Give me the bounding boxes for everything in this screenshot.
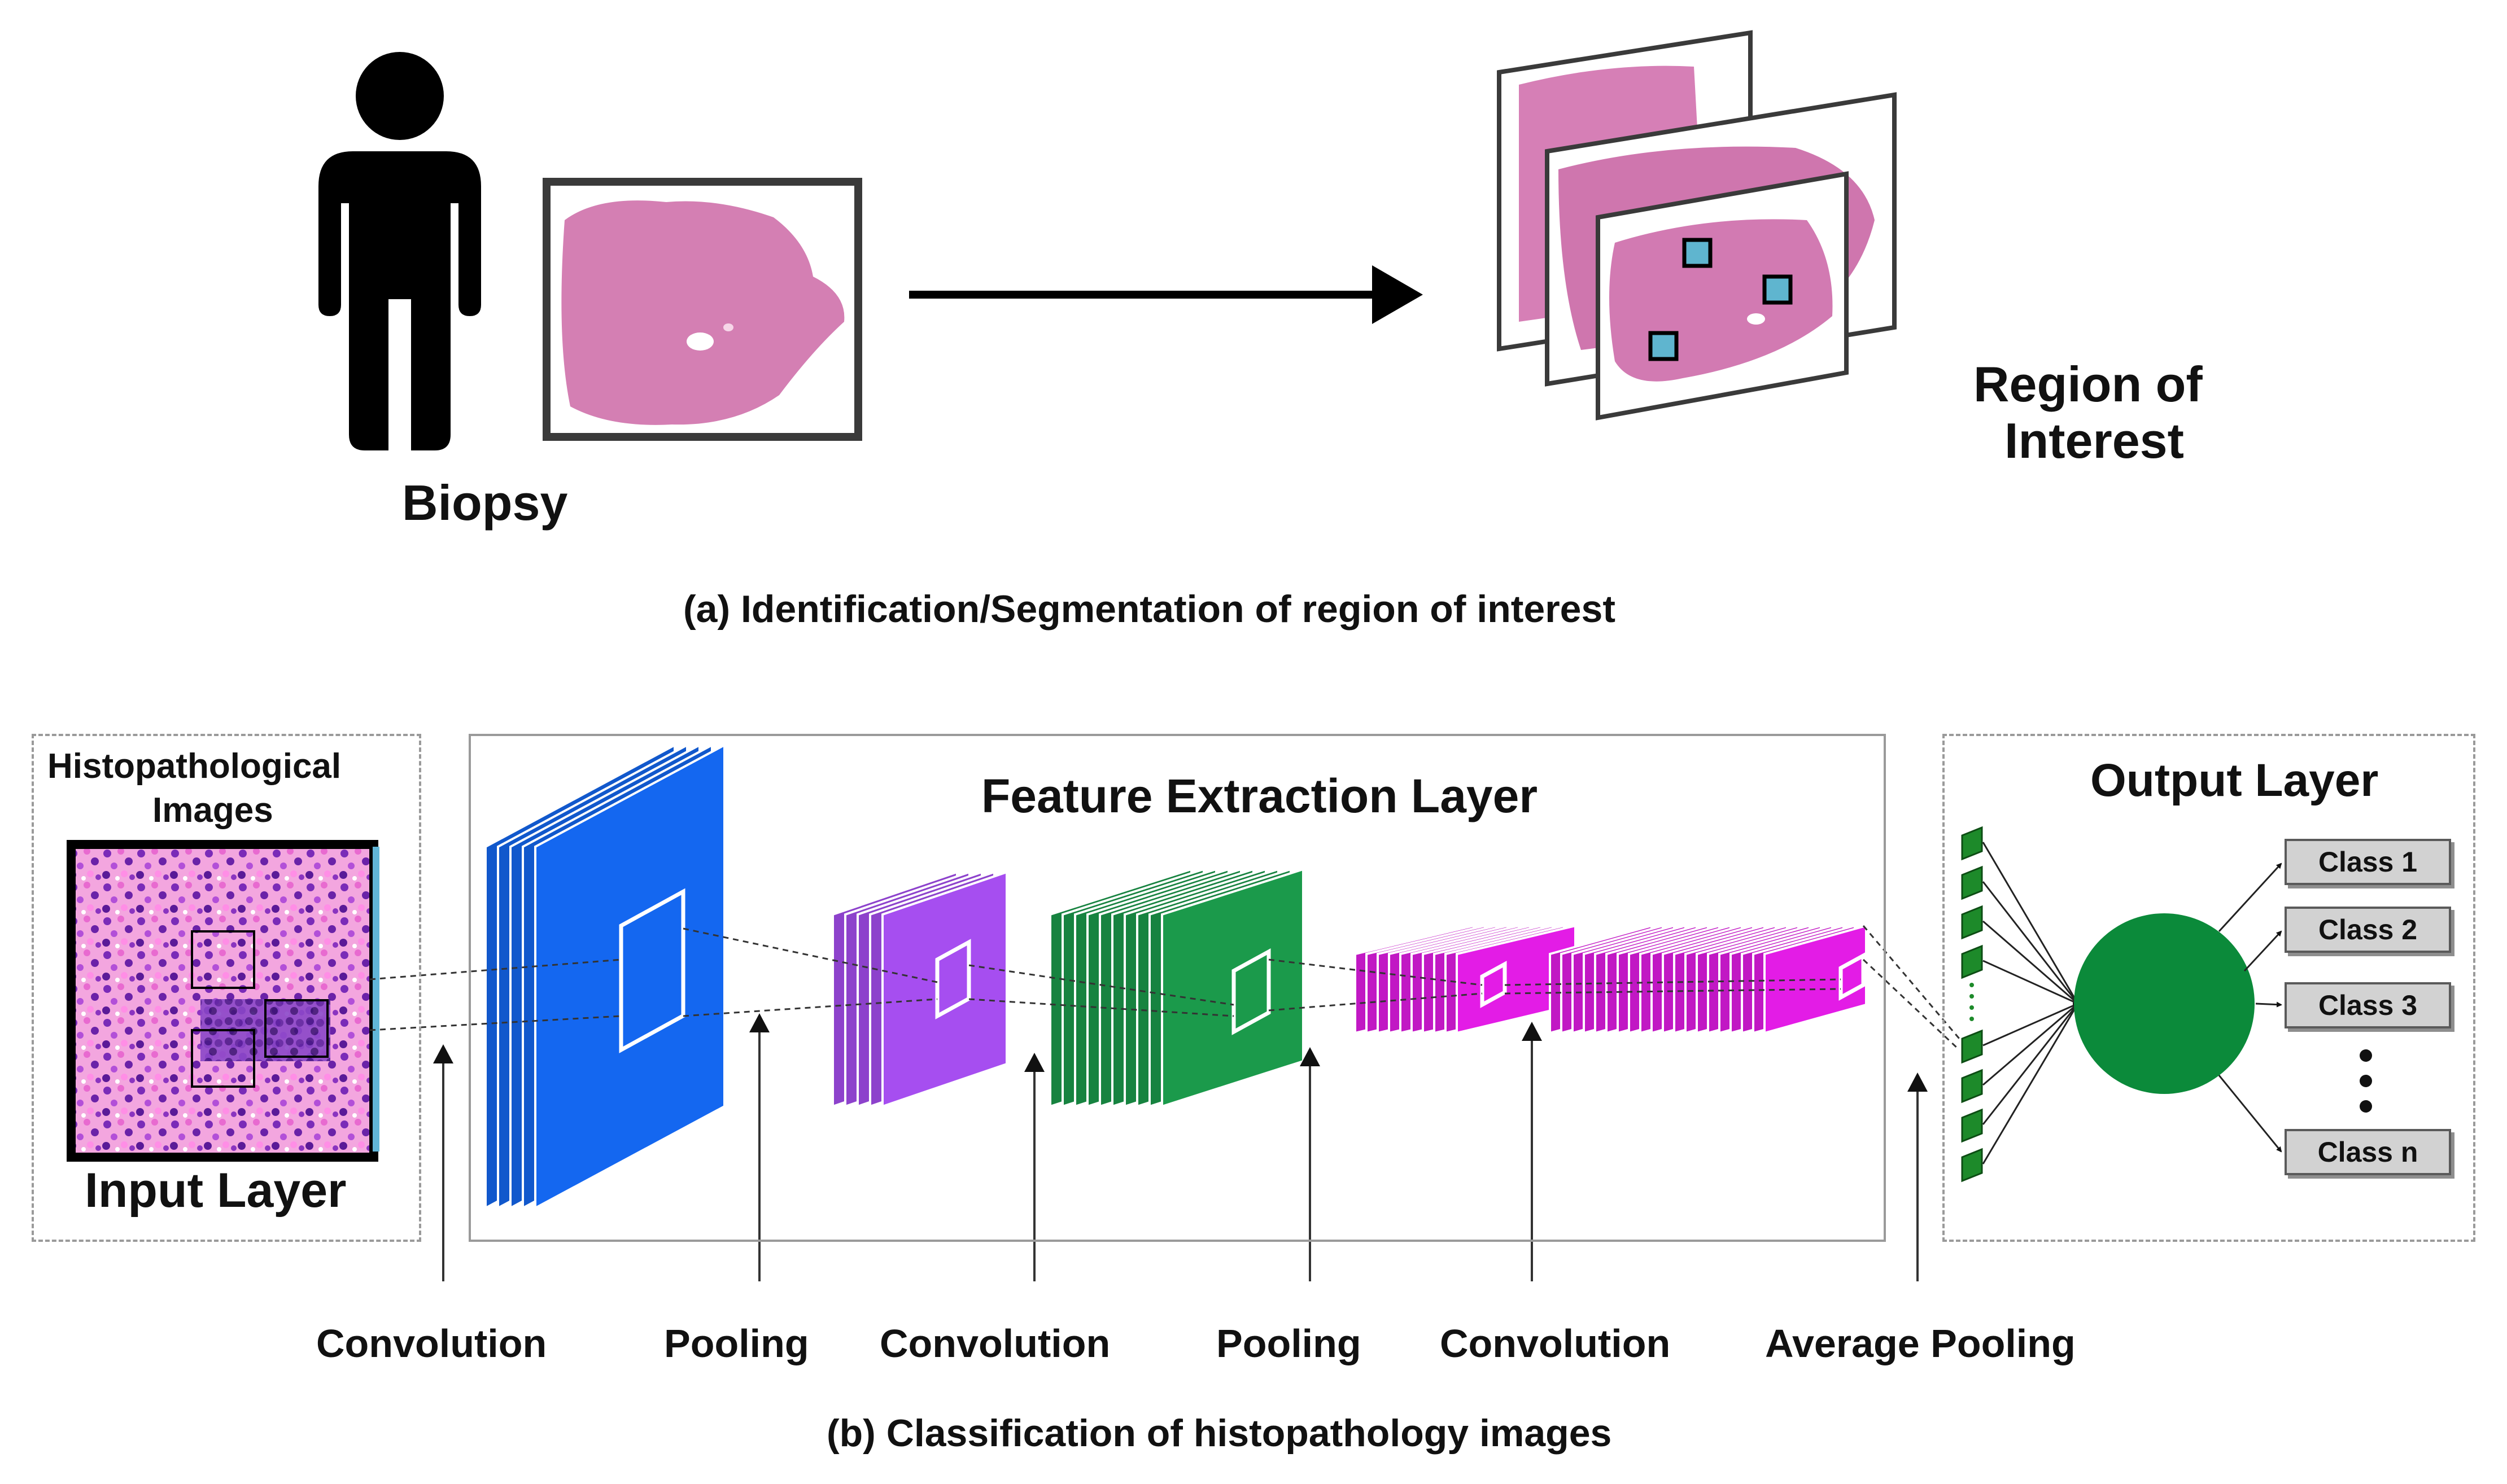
dense-edge bbox=[1982, 1003, 2079, 1165]
op-label-pooling-2: Pooling bbox=[1216, 1321, 1361, 1365]
flatten-node bbox=[1961, 1029, 1983, 1064]
projection-line bbox=[1862, 958, 1960, 1051]
fully-connected-edges bbox=[1982, 842, 2079, 1165]
dense-edge bbox=[1982, 1003, 2079, 1047]
projection-line bbox=[369, 1015, 622, 1031]
flatten-node bbox=[1961, 1069, 1983, 1104]
op-label-convolution-1: Convolution bbox=[316, 1321, 547, 1365]
cnn-layer-stacks bbox=[484, 743, 1867, 1210]
flatten-nodes bbox=[1961, 826, 1983, 1183]
class-edge bbox=[2218, 863, 2282, 933]
projection-line bbox=[968, 964, 1234, 1006]
flatten-node bbox=[1961, 865, 1983, 900]
operation-pointer-head bbox=[433, 1044, 453, 1063]
caption-a: (a) Identification/Segmentation of regio… bbox=[683, 588, 1615, 631]
pool1-stack-window bbox=[935, 939, 971, 1019]
dense-edge bbox=[1982, 1003, 2079, 1125]
projection-line bbox=[683, 927, 938, 983]
pool1-stack bbox=[832, 870, 1008, 1108]
output-edges bbox=[2218, 863, 2282, 1153]
flatten-node bbox=[1961, 905, 1983, 940]
op-label-convolution-3: Convolution bbox=[1440, 1321, 1671, 1365]
process-arrow-icon bbox=[909, 265, 1423, 324]
dense-edge bbox=[1982, 920, 2079, 1005]
operation-pointer-head bbox=[749, 1013, 770, 1032]
caption-b: (b) Classification of histopathology ima… bbox=[827, 1412, 1612, 1455]
biopsy-label: Biopsy bbox=[402, 475, 568, 531]
projection-line bbox=[369, 958, 622, 980]
input-histology-image bbox=[67, 840, 379, 1162]
input-layer-label: Input Layer bbox=[85, 1163, 347, 1218]
ellipsis-dots bbox=[2360, 1049, 2372, 1113]
tissue-slide-icon bbox=[543, 178, 862, 441]
flatten-node bbox=[1961, 1148, 1983, 1183]
conv2-stack bbox=[1049, 868, 1304, 1108]
input-heading-line2: Images bbox=[152, 791, 273, 830]
flatten-dot bbox=[1969, 1005, 1974, 1010]
roi-slide-stack-icon bbox=[1497, 30, 1897, 421]
flatten-node bbox=[1961, 944, 1983, 979]
operation-pointer-head bbox=[1907, 1072, 1928, 1092]
conv3-stack-window bbox=[1838, 952, 1866, 1001]
class-edge bbox=[2243, 930, 2282, 972]
op-label-convolution-2: Convolution bbox=[880, 1321, 1111, 1365]
operation-pointer-head bbox=[1024, 1053, 1045, 1072]
conv3-stack-sheet bbox=[1763, 924, 1867, 1035]
class-box-n: Class n bbox=[2285, 1129, 2451, 1175]
projection-line bbox=[683, 998, 938, 1017]
output-layer-box bbox=[1942, 734, 2475, 1242]
roi-label-line1: Region of bbox=[1973, 356, 2203, 412]
flatten-node bbox=[1961, 1108, 1983, 1143]
class-edge bbox=[2218, 1075, 2282, 1153]
input-layer-box bbox=[32, 734, 421, 1242]
flatten-node bbox=[1961, 826, 1983, 861]
input-heading-line1: Histopathological bbox=[47, 747, 342, 786]
feature-extraction-box bbox=[469, 734, 1886, 1242]
dense-edge bbox=[1982, 881, 2079, 1005]
projection-line bbox=[1268, 992, 1483, 1012]
conv3-stack bbox=[1549, 924, 1867, 1035]
op-label-pooling-1: Pooling bbox=[664, 1321, 809, 1365]
projection-line bbox=[1268, 958, 1483, 986]
flatten-dot bbox=[1969, 1017, 1974, 1021]
projection-line bbox=[968, 998, 1234, 1017]
feature-layer-label: Feature Extraction Layer bbox=[981, 769, 1538, 822]
pool1-stack-sheet bbox=[881, 870, 1008, 1108]
person-icon bbox=[318, 52, 481, 450]
roi-label-line2: Interest bbox=[2004, 413, 2184, 469]
dense-edge bbox=[1982, 960, 2079, 1005]
conv2-stack-window bbox=[1231, 948, 1271, 1035]
conv1-stack bbox=[484, 743, 726, 1210]
operation-pointer-head bbox=[1522, 1022, 1542, 1041]
projection-lines bbox=[369, 925, 1960, 1051]
class-edge bbox=[2255, 1001, 2282, 1008]
output-node bbox=[2074, 913, 2255, 1094]
output-layer-label: Output Layer bbox=[2090, 755, 2379, 806]
class-box-3: Class 3 bbox=[2285, 982, 2451, 1028]
flatten-dot bbox=[1969, 994, 1974, 999]
class-box-2: Class 2 bbox=[2285, 907, 2451, 953]
projection-line bbox=[1504, 988, 1841, 995]
projection-line bbox=[1504, 978, 1841, 986]
dense-edge bbox=[1982, 1003, 2079, 1086]
pool2-stack bbox=[1354, 924, 1576, 1035]
pool2-stack-window bbox=[1480, 961, 1507, 1008]
flatten-dot bbox=[1969, 983, 1974, 987]
op-label-average-pooling: Average Pooling bbox=[1765, 1321, 2076, 1365]
operation-pointer-head bbox=[1300, 1047, 1320, 1066]
operation-pointers bbox=[433, 1013, 1928, 1281]
conv1-stack-sheet bbox=[534, 743, 726, 1210]
dense-edge bbox=[1982, 842, 2079, 1005]
class-box-1: Class 1 bbox=[2285, 839, 2451, 885]
